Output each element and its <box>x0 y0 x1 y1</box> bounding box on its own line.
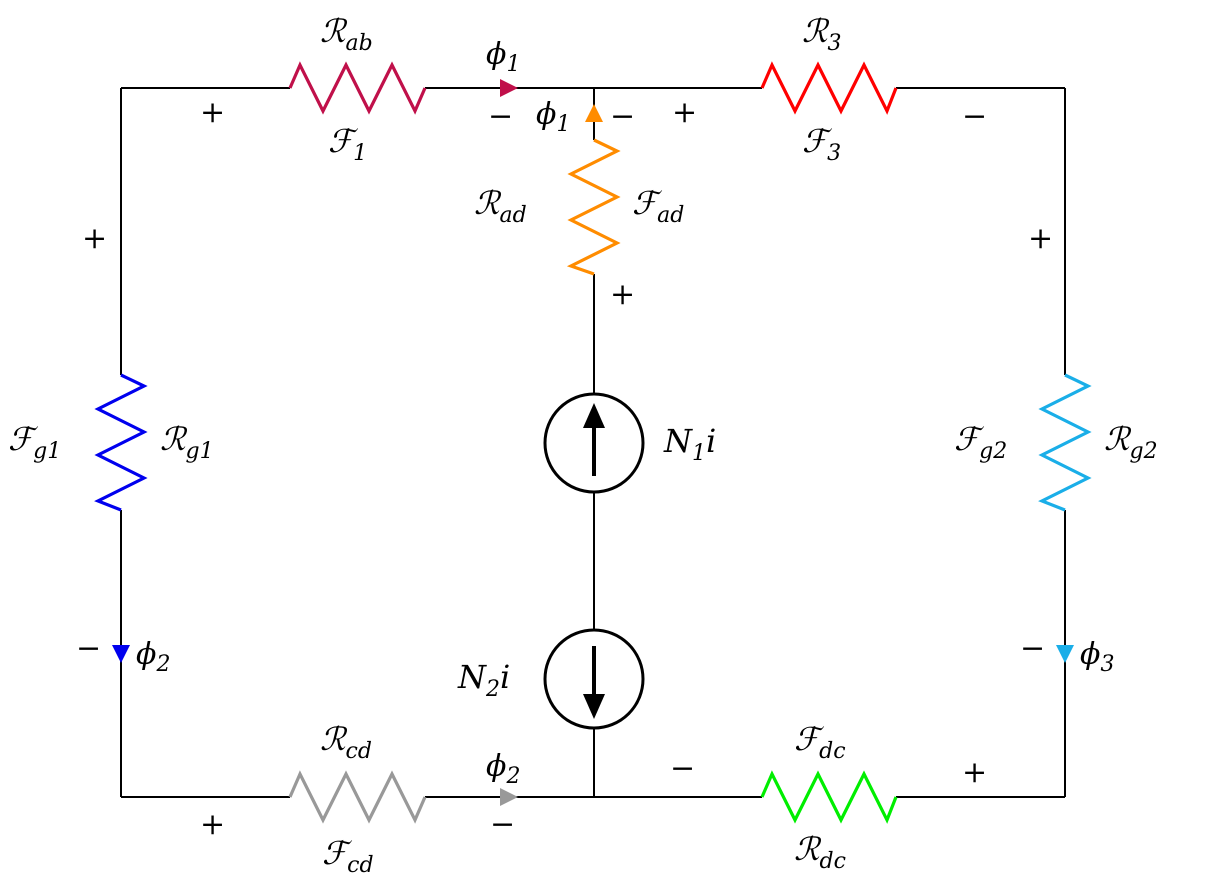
sign-plus-mid-branch: + <box>610 277 635 312</box>
sign-minus-bottom-right-inner: − <box>670 751 695 786</box>
label-phi3-right: ϕ3 <box>1080 637 1114 677</box>
sign-plus-bottom-right: + <box>962 755 987 790</box>
label-phi1-top: ϕ1 <box>486 37 520 77</box>
arrow-up-head-icon <box>583 403 605 428</box>
flux-arrow-phi1-top <box>500 79 518 97</box>
label-f-3: ℱ3 <box>802 122 841 166</box>
label-f-g2: ℱg2 <box>954 420 1007 464</box>
label-f-1: ℱ1 <box>328 122 367 166</box>
sign-minus-top-mid-left: − <box>488 99 513 134</box>
mmf-source-n2i <box>543 628 645 730</box>
labels: ℛab ℱ1 ℛ3 ℱ3 ϕ1 ϕ1 ℛad ℱad N1i N2i <box>8 12 1158 878</box>
resistor-r-3 <box>760 61 898 115</box>
sign-minus-top-mid-right: − <box>610 99 635 134</box>
flux-arrow-phi2-bottom <box>500 788 518 806</box>
label-phi2-left: ϕ2 <box>136 637 170 677</box>
flux-arrow-phi1-mid <box>585 104 603 122</box>
flux-arrow-phi2-left <box>112 645 130 663</box>
label-n2i: N2i <box>457 658 510 702</box>
resistor-r-dc <box>760 770 898 824</box>
sign-plus-top-left: + <box>200 95 225 130</box>
sign-plus-top-right: + <box>672 95 697 130</box>
flux-arrow-phi3-right <box>1056 645 1074 663</box>
label-r-dc: ℛdc <box>794 830 846 874</box>
resistor-r-g1 <box>94 373 148 512</box>
label-phi1-mid: ϕ1 <box>536 97 570 137</box>
label-f-cd: ℱcd <box>322 834 374 878</box>
label-f-g1: ℱg1 <box>8 420 61 464</box>
label-r-g1: ℛg1 <box>160 420 214 464</box>
polarity-signs: + − − + − + + − + − + − − + <box>76 95 1053 842</box>
resistor-r-ab <box>288 61 427 115</box>
sign-minus-left-lower: − <box>76 631 101 666</box>
sign-minus-right-lower: − <box>1020 631 1045 666</box>
resistor-r-g2 <box>1038 373 1092 512</box>
label-phi2-bottom: ϕ2 <box>486 749 520 789</box>
sign-minus-bottom-mid: − <box>490 807 515 842</box>
resistor-r-ad <box>566 138 621 276</box>
sign-minus-top-far-right: − <box>962 99 987 134</box>
label-r-cd: ℛcd <box>320 720 372 764</box>
label-r-3: ℛ3 <box>802 12 842 56</box>
sign-plus-bottom-left: + <box>200 807 225 842</box>
label-n1i: N1i <box>663 422 716 466</box>
label-r-ad: ℛad <box>474 184 527 228</box>
resistor-r-cd <box>288 770 427 824</box>
arrow-down-head-icon <box>583 694 605 719</box>
label-f-ad: ℱad <box>632 184 684 228</box>
label-r-g2: ℛg2 <box>1104 420 1158 464</box>
label-r-ab: ℛab <box>320 12 373 56</box>
mmf-source-n1i <box>543 392 645 494</box>
sign-plus-right-upper: + <box>1028 221 1053 256</box>
sign-plus-left-upper: + <box>82 221 107 256</box>
label-f-dc: ℱdc <box>794 720 846 764</box>
